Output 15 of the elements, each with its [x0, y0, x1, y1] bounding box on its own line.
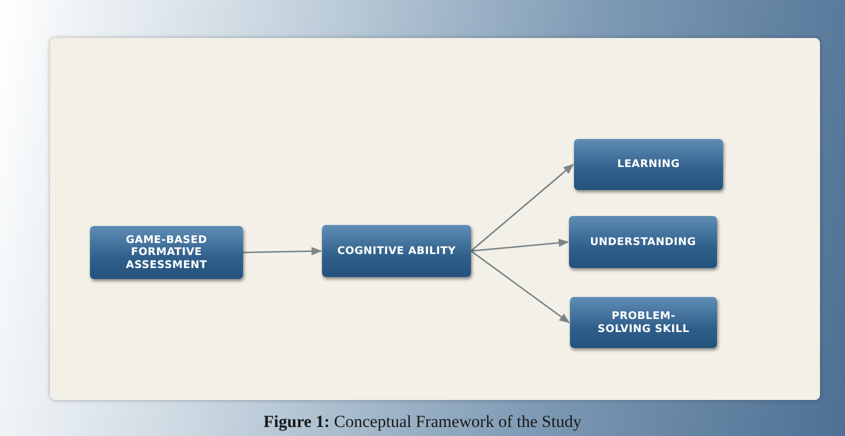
arrow — [470, 238, 570, 252]
process-box — [90, 226, 243, 279]
process-box — [569, 216, 717, 268]
box-label: LEARNING — [617, 158, 680, 171]
box-label: UNDERSTANDING — [590, 236, 696, 248]
process-box — [570, 297, 717, 348]
box-label: COGNITIVE ABILITY — [337, 244, 456, 258]
arrow — [470, 164, 574, 252]
arrow — [470, 250, 570, 324]
box-label: GAME-BASED FORMATIVE ASSESSMENT — [124, 234, 208, 272]
box-label: PROBLEM-SOLVING SKILL — [596, 310, 690, 336]
figure-caption: Figure 1: Conceptual Framework of the Study — [262, 412, 582, 432]
process-box — [574, 139, 723, 190]
process-box — [322, 225, 471, 277]
arrow — [242, 246, 322, 256]
